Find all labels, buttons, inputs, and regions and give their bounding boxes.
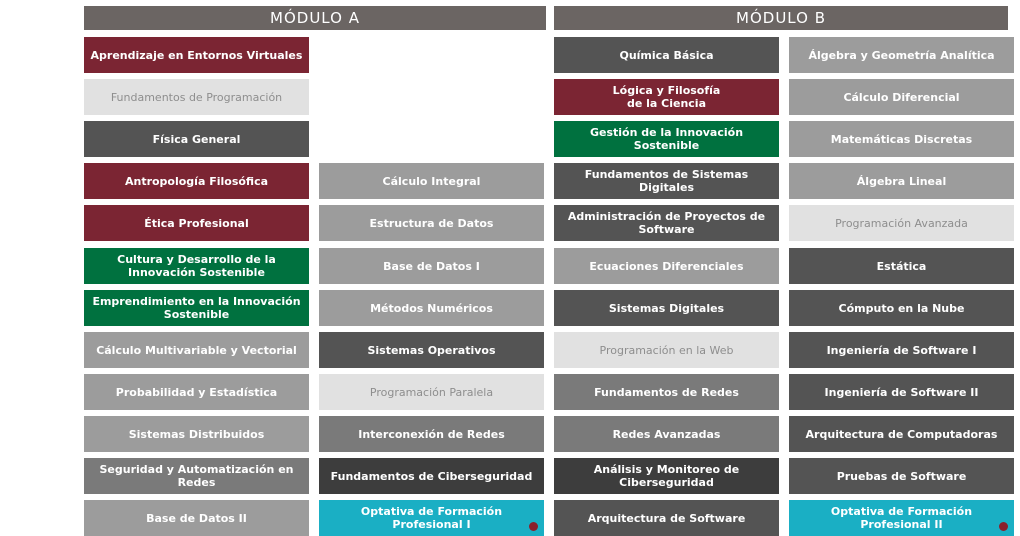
course-cell: Ingeniería de Software II xyxy=(789,374,1014,410)
course-cell: Física General xyxy=(84,121,309,157)
course-label: Cálculo Integral xyxy=(382,174,481,188)
course-label: Cálculo Multivariable y Vectorial xyxy=(96,343,297,357)
course-cell: Probabilidad y Estadística xyxy=(84,374,309,410)
module-a-header: MÓDULO A xyxy=(84,6,546,30)
course-cell: Programación Paralela xyxy=(319,374,544,410)
course-label: Base de Datos I xyxy=(383,259,480,273)
course-label: Sistemas Distribuidos xyxy=(128,427,265,441)
course-cell: Cálculo Multivariable y Vectorial xyxy=(84,332,309,368)
course-cell: Base de Datos II xyxy=(84,500,309,536)
course-label: Pruebas de Software xyxy=(836,469,967,483)
course-label: Base de Datos II xyxy=(146,511,247,525)
course-cell: Fundamentos de Ciberseguridad xyxy=(319,458,544,494)
course-label: Fundamentos de Ciberseguridad xyxy=(330,469,533,483)
course-cell: Interconexión de Redes xyxy=(319,416,544,452)
course-cell: Seguridad y Automatización en Redes xyxy=(84,458,309,494)
course-label: Administración de Proyectos de Software xyxy=(567,210,766,236)
course-label: Métodos Numéricos xyxy=(370,301,493,315)
course-cell: Cálculo Integral xyxy=(319,163,544,199)
course-label: Cálculo Diferencial xyxy=(843,90,960,104)
course-cell: Sistemas Distribuidos xyxy=(84,416,309,452)
course-label: Gestión de la Innovación Sostenible xyxy=(589,126,744,152)
course-label: Álgebra y Geometría Analítica xyxy=(808,48,995,62)
course-label: Ecuaciones Diferenciales xyxy=(589,259,744,273)
course-label: Fundamentos de Redes xyxy=(594,385,739,399)
course-label: Álgebra Lineal xyxy=(856,174,947,188)
course-cell: Álgebra Lineal xyxy=(789,163,1014,199)
course-cell: Antropología Filosófica xyxy=(84,163,309,199)
course-label: Química Básica xyxy=(619,48,714,62)
elective-dot-icon xyxy=(999,522,1008,531)
course-cell: Métodos Numéricos xyxy=(319,290,544,326)
course-label: Arquitectura de Software xyxy=(587,511,746,525)
course-label: Sistemas Digitales xyxy=(608,301,725,315)
course-label: Probabilidad y Estadística xyxy=(115,385,278,399)
course-label: Matemáticas Discretas xyxy=(830,132,973,146)
course-label: Análisis y Monitoreo de Ciberseguridad xyxy=(593,463,740,489)
course-cell: Ingeniería de Software I xyxy=(789,332,1014,368)
course-cell: Fundamentos de Programación xyxy=(84,79,309,115)
course-cell: Química Básica xyxy=(554,37,779,73)
course-label: Programación Paralela xyxy=(369,385,494,399)
course-cell: Aprendizaje en Entornos Virtuales xyxy=(84,37,309,73)
course-cell: Estática xyxy=(789,248,1014,284)
course-cell: Optativa de Formación Profesional II xyxy=(789,500,1014,536)
course-cell: Fundamentos de Sistemas Digitales xyxy=(554,163,779,199)
course-label: Lógica y Filosofía de la Ciencia xyxy=(612,84,721,110)
course-label: Fundamentos de Programación xyxy=(110,90,283,104)
course-cell: Álgebra y Geometría Analítica xyxy=(789,37,1014,73)
course-label: Cómputo en la Nube xyxy=(838,301,965,315)
course-cell: Pruebas de Software xyxy=(789,458,1014,494)
course-cell: Lógica y Filosofía de la Ciencia xyxy=(554,79,779,115)
course-label: Aprendizaje en Entornos Virtuales xyxy=(90,48,303,62)
course-cell: Programación Avanzada xyxy=(789,205,1014,241)
course-label: Arquitectura de Computadoras xyxy=(805,427,998,441)
course-label: Emprendimiento en la Innovación Sostenib… xyxy=(92,295,301,321)
course-cell: Sistemas Digitales xyxy=(554,290,779,326)
course-label: Antropología Filosófica xyxy=(124,174,269,188)
course-label: Programación Avanzada xyxy=(835,216,968,230)
course-cell: Arquitectura de Software xyxy=(554,500,779,536)
course-cell: Optativa de Formación Profesional I xyxy=(319,500,544,536)
course-label: Ingeniería de Software I xyxy=(826,343,977,357)
course-cell: Programación en la Web xyxy=(554,332,779,368)
course-cell: Base de Datos I xyxy=(319,248,544,284)
course-label: Física General xyxy=(152,132,241,146)
course-cell: Estructura de Datos xyxy=(319,205,544,241)
course-label: Estática xyxy=(876,259,927,273)
course-label: Seguridad y Automatización en Redes xyxy=(99,463,294,489)
course-label: Programación en la Web xyxy=(599,343,734,357)
course-cell: Cultura y Desarrollo de la Innovación So… xyxy=(84,248,309,284)
course-label: Optativa de Formación Profesional II xyxy=(830,505,973,531)
course-cell: Emprendimiento en la Innovación Sostenib… xyxy=(84,290,309,326)
course-label: Sistemas Operativos xyxy=(367,343,496,357)
elective-dot-icon xyxy=(529,522,538,531)
course-label: Redes Avanzadas xyxy=(612,427,721,441)
course-cell: Cálculo Diferencial xyxy=(789,79,1014,115)
course-label: Ingeniería de Software II xyxy=(824,385,979,399)
course-cell: Redes Avanzadas xyxy=(554,416,779,452)
course-cell: Matemáticas Discretas xyxy=(789,121,1014,157)
course-cell: Sistemas Operativos xyxy=(319,332,544,368)
course-label: Ética Profesional xyxy=(144,216,249,230)
course-label: Cultura y Desarrollo de la Innovación So… xyxy=(117,253,276,279)
course-cell: Fundamentos de Redes xyxy=(554,374,779,410)
course-cell: Cómputo en la Nube xyxy=(789,290,1014,326)
course-cell: Ecuaciones Diferenciales xyxy=(554,248,779,284)
course-cell: Administración de Proyectos de Software xyxy=(554,205,779,241)
course-cell: Análisis y Monitoreo de Ciberseguridad xyxy=(554,458,779,494)
course-cell: Arquitectura de Computadoras xyxy=(789,416,1014,452)
module-b-header: MÓDULO B xyxy=(554,6,1008,30)
course-label: Fundamentos de Sistemas Digitales xyxy=(584,168,749,194)
course-cell: Ética Profesional xyxy=(84,205,309,241)
course-label: Interconexión de Redes xyxy=(358,427,505,441)
course-label: Estructura de Datos xyxy=(369,216,494,230)
course-label: Optativa de Formación Profesional I xyxy=(360,505,503,531)
course-cell: Gestión de la Innovación Sostenible xyxy=(554,121,779,157)
